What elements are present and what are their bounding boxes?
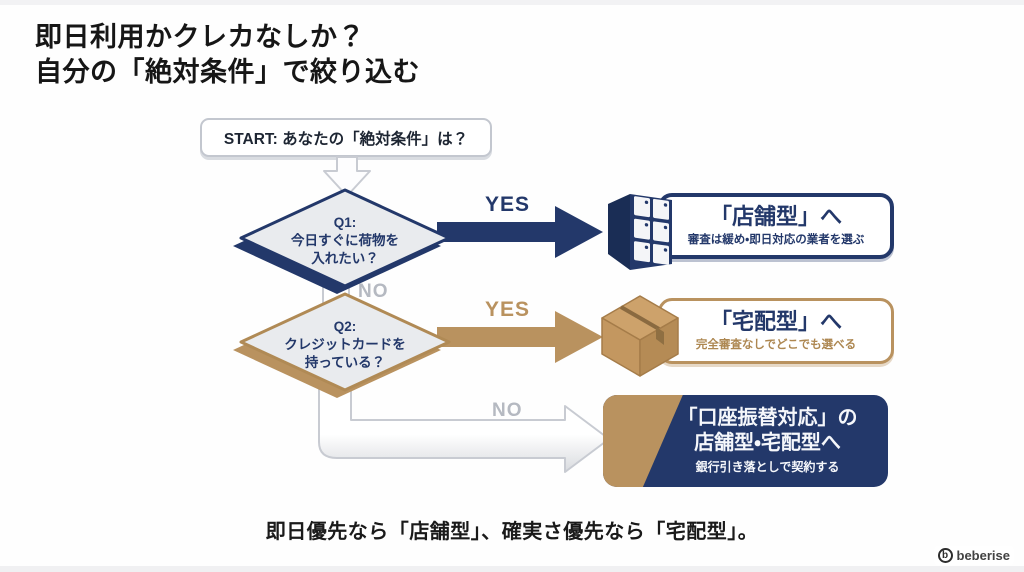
no-elbow-arrow-icon (318, 388, 610, 473)
q2-diamond (233, 292, 451, 398)
start-node: START: あなたの「絶対条件」は？ (200, 118, 492, 157)
locker-icon (608, 194, 672, 270)
top-edge-strip (0, 0, 1024, 5)
page-title: 即日利用かクレカなしか？ 自分の「絶対条件」で絞り込む (35, 20, 420, 89)
result-bank-transfer-title1: 「口座振替対応」の (677, 407, 858, 429)
result-bank-transfer-subtitle: 銀行引き落としで契約する (695, 460, 840, 474)
yes-arrow-store-icon (437, 206, 603, 258)
result-bank-transfer-title2: 店舗型・宅配型へ (694, 432, 841, 454)
q1-label: Q1: 今日すぐに荷物を 入れたい？ (255, 198, 435, 284)
result-store-box: 「店舗型」へ 審査は緩め・即日対応の業者を選ぶ (658, 193, 894, 259)
q1-tag: Q1: (333, 215, 357, 231)
result-delivery-title: 「宅配型」へ (709, 308, 842, 334)
q2-tag: Q2: (333, 319, 357, 335)
q2-line1: クレジットカードを (284, 337, 406, 353)
yes-arrow-delivery-icon (437, 311, 603, 363)
result-store-title: 「店舗型」へ (709, 203, 842, 229)
q1-line2: 入れたい？ (311, 250, 379, 266)
summary-text: 即日優先なら「店舗型」、確実さ優先なら「宅配型」。 (265, 521, 759, 543)
q2-label: Q2: クレジットカードを 持っている？ (255, 302, 435, 388)
q1-line1: 今日すぐに荷物を (291, 233, 399, 249)
page-title-line2: 自分の「絶対条件」で絞り込む (35, 56, 420, 87)
q2-yes-label: YES (485, 298, 531, 321)
bottom-edge-strip (0, 566, 1024, 572)
result-delivery-subtitle: 完全審査なしでどこでも選べる (695, 339, 857, 352)
brand-logo: b beberise (933, 546, 1014, 565)
q1-yes-label: YES (485, 193, 531, 216)
result-bank-transfer-box: 「口座振替対応」の 店舗型・宅配型へ 銀行引き落としで契約する (603, 395, 888, 487)
result-delivery-box: 「宅配型」へ 完全審査なしでどこでも選べる (658, 298, 894, 364)
result-store-subtitle: 審査は緩め・即日対応の業者を選ぶ (687, 234, 865, 247)
q1-diamond (233, 188, 451, 294)
q2-line2: 持っている？ (304, 354, 386, 370)
q1-no-label: NO (358, 281, 389, 302)
brand-logo-name: beberise (956, 548, 1010, 563)
start-node-label: START: あなたの「絶対条件」は？ (223, 130, 469, 148)
page-title-line1: 即日利用かクレカなしか？ (35, 22, 365, 52)
cardboard-box-icon (601, 295, 679, 377)
q2-no-label: NO (492, 400, 523, 421)
down-arrow-icon (323, 156, 371, 197)
brand-logo-icon: b (937, 548, 953, 563)
